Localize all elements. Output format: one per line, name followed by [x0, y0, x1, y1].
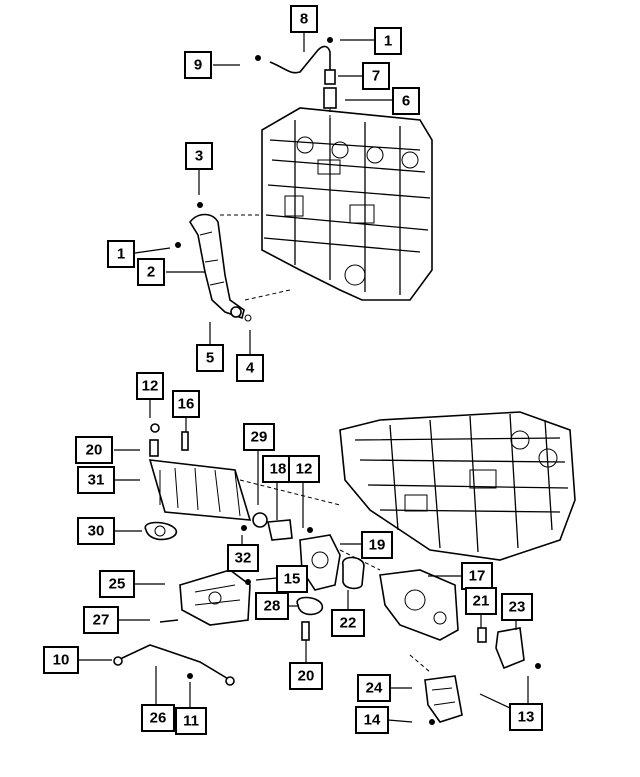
callout-8[interactable]: 8	[290, 5, 318, 33]
svg-text:17: 17	[469, 568, 486, 585]
svg-text:32: 32	[235, 550, 252, 567]
callout-1[interactable]: 1	[107, 240, 135, 268]
callout-19[interactable]: 19	[361, 531, 393, 559]
callout-6[interactable]: 6	[392, 87, 420, 115]
svg-text:18: 18	[270, 461, 287, 478]
lower-engine-block	[339, 411, 576, 561]
upper-engine-block	[261, 107, 433, 301]
callout-32[interactable]: 32	[227, 544, 259, 572]
coolant-hose-assembly	[113, 644, 235, 686]
callout-14[interactable]: 14	[355, 706, 389, 734]
callout-23[interactable]: 23	[501, 593, 533, 621]
svg-text:1: 1	[384, 33, 392, 50]
svg-text:4: 4	[246, 360, 255, 377]
callout-13[interactable]: 13	[509, 703, 543, 731]
callout-21[interactable]: 21	[465, 587, 497, 615]
svg-text:5: 5	[206, 350, 214, 367]
callout-11[interactable]: 11	[175, 707, 207, 735]
svg-text:16: 16	[178, 396, 195, 413]
callout-12[interactable]: 12	[288, 455, 320, 483]
callout-7[interactable]: 7	[362, 62, 390, 90]
callout-5[interactable]: 5	[196, 344, 224, 372]
svg-text:12: 12	[142, 378, 159, 395]
callout-9[interactable]: 9	[184, 51, 212, 79]
callout-24[interactable]: 24	[357, 674, 391, 702]
callout-31[interactable]: 31	[77, 466, 115, 494]
svg-text:20: 20	[86, 442, 103, 459]
callout-4[interactable]: 4	[236, 354, 264, 382]
svg-text:30: 30	[88, 523, 105, 540]
svg-text:19: 19	[369, 537, 386, 554]
callout-10[interactable]: 10	[43, 646, 79, 674]
callouts: 1 8 9 7 6 3 1 2 5 4 12 16 20 29 31 18 12…	[43, 5, 543, 735]
egr-mount-bracket	[159, 569, 323, 641]
svg-text:25: 25	[109, 576, 126, 593]
callout-17[interactable]: 17	[461, 562, 493, 590]
svg-text:20: 20	[298, 668, 315, 685]
svg-text:12: 12	[296, 461, 313, 478]
callout-29[interactable]: 29	[243, 423, 275, 451]
svg-text:22: 22	[340, 615, 357, 632]
callout-22[interactable]: 22	[331, 609, 365, 637]
svg-text:31: 31	[88, 472, 105, 489]
callout-1[interactable]: 1	[374, 27, 402, 55]
callout-12[interactable]: 12	[136, 372, 164, 400]
callout-2[interactable]: 2	[137, 258, 165, 286]
svg-text:7: 7	[372, 68, 380, 85]
egr-cooler-assembly	[144, 423, 341, 541]
callout-28[interactable]: 28	[255, 592, 289, 620]
left-tube-assembly	[175, 202, 291, 322]
svg-text:13: 13	[518, 709, 535, 726]
top-tube-assembly	[255, 37, 337, 125]
callout-26[interactable]: 26	[141, 704, 175, 732]
callout-16[interactable]: 16	[172, 390, 200, 418]
svg-text:26: 26	[150, 710, 167, 727]
callout-27[interactable]: 27	[83, 606, 119, 634]
thermostat-housing-assembly	[299, 534, 525, 673]
svg-text:15: 15	[284, 571, 301, 588]
callout-15[interactable]: 15	[276, 565, 308, 593]
svg-text:10: 10	[53, 652, 70, 669]
svg-text:11: 11	[183, 713, 199, 730]
svg-text:23: 23	[509, 599, 526, 616]
svg-text:29: 29	[251, 429, 268, 446]
svg-text:3: 3	[195, 148, 203, 165]
svg-text:21: 21	[473, 593, 490, 610]
cover-plate-assembly	[424, 663, 541, 725]
svg-text:27: 27	[93, 612, 110, 629]
svg-text:1: 1	[117, 246, 125, 263]
callout-25[interactable]: 25	[99, 570, 135, 598]
callout-20[interactable]: 20	[75, 436, 113, 464]
svg-text:2: 2	[147, 264, 155, 281]
leader-lines	[78, 32, 529, 723]
svg-text:14: 14	[364, 712, 381, 729]
svg-text:6: 6	[402, 93, 410, 110]
svg-text:9: 9	[194, 57, 202, 74]
svg-text:8: 8	[300, 11, 308, 28]
callout-20[interactable]: 20	[289, 662, 323, 690]
callout-3[interactable]: 3	[185, 142, 213, 170]
callout-30[interactable]: 30	[77, 517, 115, 545]
svg-text:28: 28	[264, 598, 281, 615]
svg-text:24: 24	[366, 680, 383, 697]
